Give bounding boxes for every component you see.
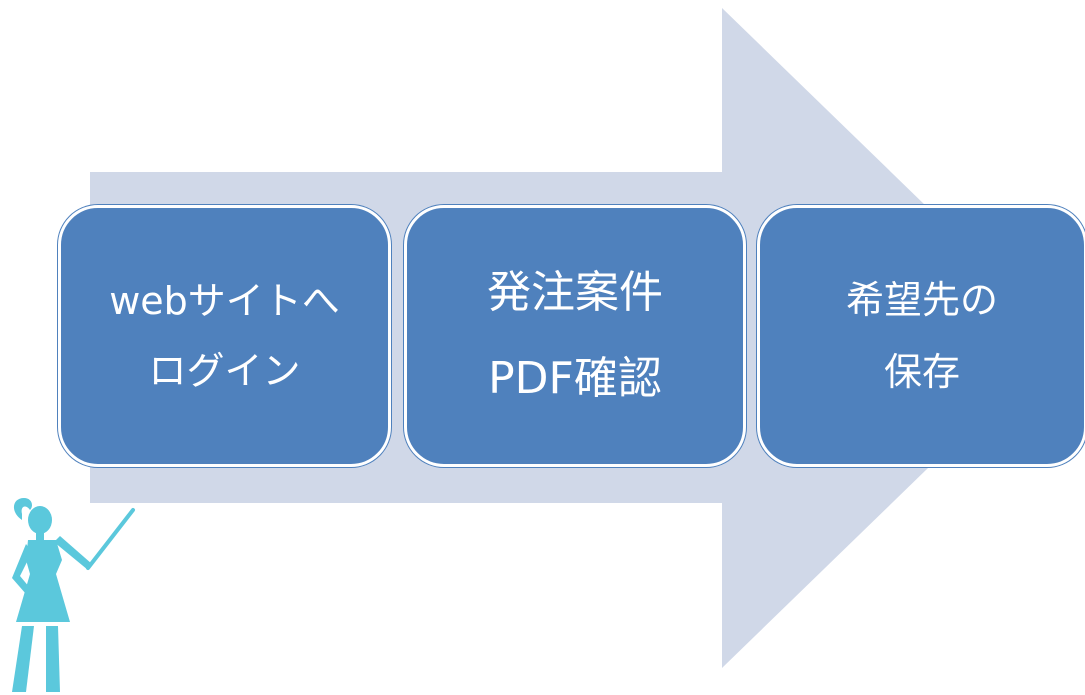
step-label-line2: 保存 bbox=[883, 350, 960, 394]
teacher-with-pointer-icon bbox=[12, 498, 135, 692]
step-box-pdf-check: 発注案件 PDF確認 bbox=[404, 205, 746, 467]
step-label-line2: PDF確認 bbox=[488, 353, 662, 404]
step-label-line2: ログイン bbox=[148, 349, 301, 393]
step-box-login: webサイトへ ログイン bbox=[58, 205, 391, 467]
step-label-line1: 発注案件 bbox=[487, 267, 663, 318]
step-label-line1: webサイトへ bbox=[109, 279, 340, 323]
step-label-line1: 希望先の bbox=[845, 278, 998, 322]
step-box-save: 希望先の 保存 bbox=[757, 205, 1085, 467]
